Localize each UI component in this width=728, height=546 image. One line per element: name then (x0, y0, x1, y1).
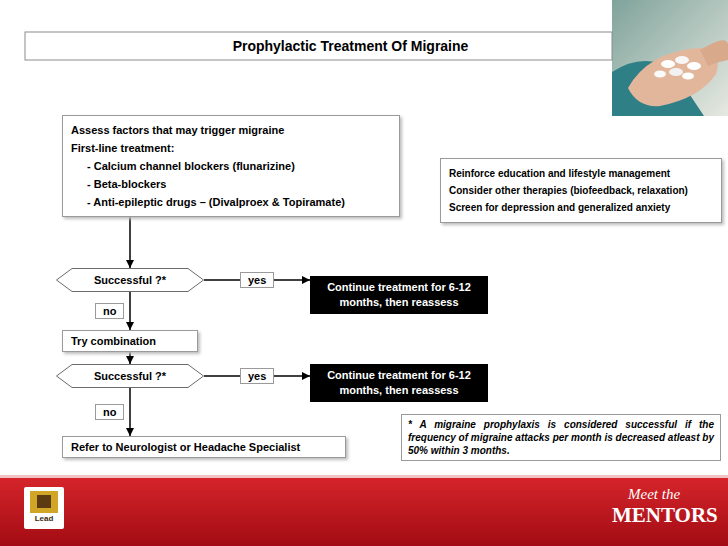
photo-ground (612, 0, 728, 116)
node-text: - Anti-epileptic drugs – (Divalproex & T… (71, 193, 389, 211)
decision-diamond: Successful ?* (56, 268, 204, 292)
logo-plate (24, 487, 64, 529)
logo-mark-inner (37, 495, 51, 508)
footer-stripe (0, 475, 728, 478)
pill (661, 60, 675, 68)
pill (654, 71, 666, 78)
node-text: Consider other therapies (biofeedback, r… (449, 182, 713, 199)
node-text: Successful ?* (94, 273, 166, 287)
node-text: Refer to Neurologist or Headache Special… (71, 440, 337, 454)
diamond-shape (57, 269, 204, 292)
outcome-box: Continue treatment for 6-12 months, then… (310, 276, 488, 314)
pill (687, 62, 701, 70)
photo-thumb (700, 40, 728, 66)
edge-label: no (95, 404, 124, 420)
logo-text: Meet the (628, 486, 718, 503)
edge-label: no (95, 303, 124, 319)
flow-connector (129, 388, 131, 436)
assessment-box: Assess factors that may trigger migraine… (62, 115, 400, 217)
pill (682, 73, 694, 80)
process-box: Try combination (62, 330, 198, 352)
outcome-box: Continue treatment for 6-12 months, then… (310, 364, 488, 402)
logo-text: MENTORS (612, 503, 724, 527)
flow-connector (129, 217, 131, 268)
decision-diamond: Successful ?* (56, 364, 204, 388)
edge-label: yes (240, 368, 274, 384)
node-text: - Beta-blockers (71, 175, 389, 193)
node-text: Successful ?* (94, 369, 166, 383)
flow-connector (129, 292, 131, 330)
pill (669, 68, 683, 76)
node-text: - Calcium channel blockers (flunarizine) (71, 157, 389, 175)
edge-label: yes (240, 272, 274, 288)
node-text: Screen for depression and generalized an… (449, 199, 713, 216)
node-text: Try combination (71, 334, 189, 348)
lifestyle-box: Reinforce education and lifestyle manage… (440, 158, 722, 223)
logo-text: Lead (24, 514, 64, 523)
node-text: Continue treatment for 6-12 months, then… (320, 368, 478, 398)
title-frame (25, 32, 612, 60)
footer-band (0, 478, 728, 546)
node-text: Continue treatment for 6-12 months, then… (320, 280, 478, 310)
slide-title: Prophylactic Treatment Of Migraine (25, 32, 612, 60)
node-text: First-line treatment: (71, 139, 389, 157)
pill (675, 56, 689, 64)
flow-connector (129, 352, 131, 364)
pills-photo (612, 0, 728, 116)
referral-box: Refer to Neurologist or Headache Special… (62, 436, 346, 458)
node-text: Reinforce education and lifestyle manage… (449, 165, 713, 182)
diamond-shape (57, 365, 204, 388)
node-text: Assess factors that may trigger migraine (71, 121, 389, 139)
node-text: * A migraine prophylaxis is considered s… (408, 418, 714, 457)
logo-mark (30, 491, 58, 513)
footnote-box: * A migraine prophylaxis is considered s… (401, 414, 721, 461)
